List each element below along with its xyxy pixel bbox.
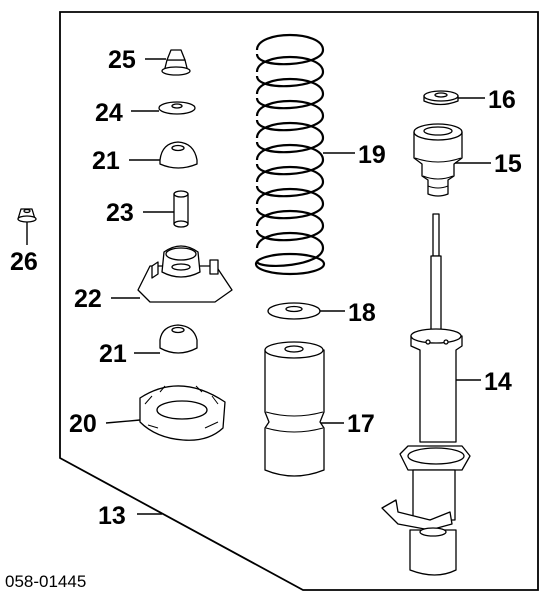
- part-18-washer: [267, 302, 321, 320]
- label-part-20: 20: [69, 410, 97, 438]
- label-part-13: 13: [98, 502, 126, 530]
- part-17-dust-boot: [264, 341, 325, 477]
- leader-20: [105, 419, 141, 424]
- label-part-21-lower: 21: [99, 340, 127, 368]
- part-15-bump-stop: [413, 123, 463, 197]
- label-part-16: 16: [488, 86, 516, 114]
- part-26-nut: [17, 208, 37, 223]
- assembly-frame: [59, 11, 539, 591]
- part-23-collar: [173, 190, 189, 228]
- label-part-19: 19: [358, 141, 386, 169]
- part-19-coil-spring: [254, 34, 326, 276]
- label-part-23: 23: [106, 199, 134, 227]
- label-part-25: 25: [108, 46, 136, 74]
- drawing-code: 058-01445: [5, 572, 86, 591]
- part-21-lower-bushing: [159, 324, 198, 354]
- part-22-mount-base: [137, 245, 233, 303]
- label-part-14: 14: [484, 368, 512, 396]
- label-part-21-upper: 21: [92, 147, 120, 175]
- part-24-washer: [158, 101, 196, 115]
- part-14-shock-absorber: [381, 213, 471, 576]
- label-part-22: 22: [74, 285, 102, 313]
- label-part-26: 26: [10, 248, 38, 276]
- label-part-24: 24: [95, 99, 123, 127]
- part-16-washer: [423, 90, 459, 106]
- label-part-18: 18: [348, 299, 376, 327]
- part-20-spring-seat: [139, 385, 226, 441]
- part-25-nut: [161, 49, 191, 76]
- label-part-15: 15: [494, 150, 522, 178]
- part-21-upper-bushing: [159, 141, 198, 169]
- label-part-17: 17: [347, 410, 375, 438]
